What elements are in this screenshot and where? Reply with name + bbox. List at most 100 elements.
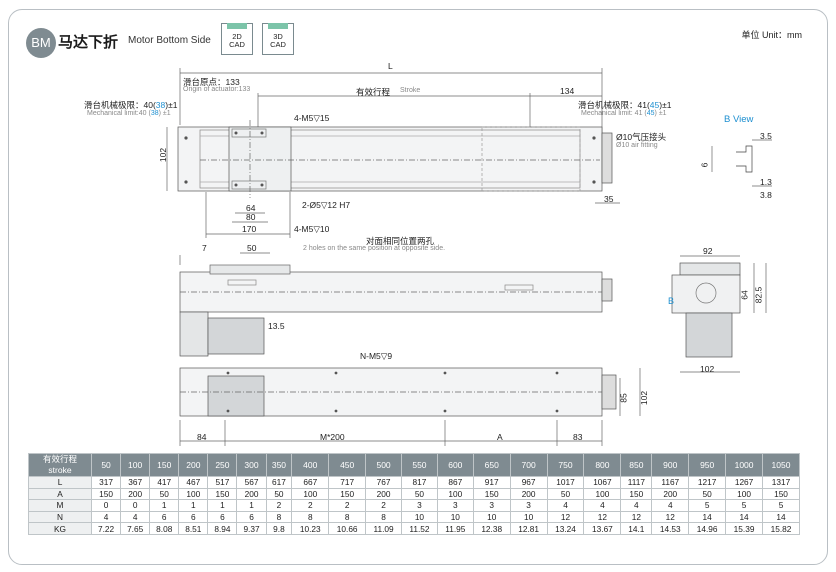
origin-cn: 滑台原点：133 [183, 77, 240, 87]
row-label: KG [28, 522, 92, 535]
table-cell: 4 [546, 499, 585, 512]
stroke-cell: 950 [688, 453, 727, 477]
table-cell: 14 [762, 510, 800, 524]
table-cell: 1017 [546, 476, 585, 489]
table-cell: 6 [236, 510, 267, 524]
stroke-cell: 850 [620, 453, 653, 477]
table-cell: 417 [149, 476, 180, 489]
table-cell: 100 [178, 487, 209, 501]
stroke-cell: 800 [583, 453, 622, 477]
stroke-cell: 1000 [725, 453, 764, 477]
stroke-cell: 750 [546, 453, 585, 477]
table-cell: 1 [236, 499, 267, 512]
dim-85: 85 [618, 393, 629, 403]
row-label: L [28, 476, 92, 489]
table-cell: 13.24 [546, 522, 585, 535]
dowel-holes: 2-Ø5▽12 H7 [302, 200, 351, 210]
table-cell: 200 [651, 487, 690, 501]
stroke-cell: 900 [651, 453, 690, 477]
table-cell: 200 [509, 487, 548, 501]
table-cell: 367 [120, 476, 151, 489]
table-cell: 15.82 [762, 522, 800, 535]
opposite-holes-cn: 对面相同位置两孔 [366, 236, 435, 246]
dim-50: 50 [247, 243, 257, 253]
mech-limit-right-cn: 滑台机械极限：41(45)±1 [578, 100, 672, 110]
table-cell: 917 [472, 476, 511, 489]
dim-3-8: 3.8 [760, 190, 772, 200]
cad-tab-icon [227, 23, 247, 29]
table-cell: 14.96 [688, 522, 727, 535]
table-cell: 2 [328, 499, 367, 512]
table-cell: 10 [401, 510, 438, 524]
table-cell: 14 [688, 510, 727, 524]
stroke-cell: 50 [90, 453, 122, 477]
unit-label: 单位 Unit：mm [741, 30, 803, 40]
table-cell: 8.94 [207, 522, 238, 535]
tap-nm5: N-M5▽9 [360, 351, 393, 361]
table-cell: 567 [236, 476, 267, 489]
table-cell: 1067 [583, 476, 622, 489]
dim-82-5: 82.5 [753, 286, 764, 304]
table-cell: 4 [583, 499, 622, 512]
dim-102-top: 102 [158, 147, 169, 163]
table-cell: 8 [291, 510, 330, 524]
table-cell: 13.67 [583, 522, 622, 535]
table-cell: 317 [90, 476, 122, 489]
table-cell: 517 [207, 476, 238, 489]
dim-134: 134 [560, 86, 575, 96]
table-cell: 1117 [620, 476, 653, 489]
row-label: M [28, 499, 92, 512]
table-cell: 6 [207, 510, 238, 524]
stroke-cell: 300 [236, 453, 267, 477]
table-cell: 14.53 [651, 522, 690, 535]
dim-170: 170 [242, 224, 257, 234]
b-view-marker: B [668, 296, 675, 306]
table-cell: 1 [149, 499, 180, 512]
b-view-title: B View [724, 114, 754, 125]
table-cell: 4 [620, 499, 653, 512]
title-cn: 马达下折 [58, 34, 119, 51]
table-cell: 12 [583, 510, 622, 524]
table-cell: 6 [178, 510, 209, 524]
table-cell: 12 [620, 510, 653, 524]
tap-m5x15: 4-M5▽15 [294, 113, 330, 123]
table-cell: 967 [509, 476, 548, 489]
stroke-cell: 550 [401, 453, 438, 477]
table-cell: 3 [436, 499, 474, 512]
dim-64-end: 64 [739, 290, 750, 300]
table-cell: 50 [401, 487, 438, 501]
table-cell: 150 [90, 487, 122, 501]
table-cell: 2 [265, 499, 293, 512]
table-cell: 6 [149, 510, 180, 524]
dim-83: 83 [573, 432, 583, 442]
table-cell: 150 [620, 487, 653, 501]
table-cell: 15.39 [725, 522, 764, 535]
table-cell: 12 [546, 510, 585, 524]
table-cell: 617 [265, 476, 293, 489]
stroke-cell: 600 [436, 453, 474, 477]
opposite-holes-en: 2 holes on the same position at opposite… [303, 245, 446, 252]
table-cell: 3 [509, 499, 548, 512]
table-cell: 12 [651, 510, 690, 524]
table-cell: 200 [236, 487, 267, 501]
table-cell: 7.22 [90, 522, 122, 535]
stroke-cell: 500 [365, 453, 402, 477]
table-cell: 8 [365, 510, 402, 524]
table-cell: 10 [472, 510, 511, 524]
table-cell: 11.52 [401, 522, 438, 535]
stroke-cn: 有效行程 [356, 87, 391, 97]
table-cell: 10 [436, 510, 474, 524]
table-cell: 150 [328, 487, 367, 501]
table-cell: 717 [328, 476, 367, 489]
table-cell: 467 [178, 476, 209, 489]
dim-m200: M*200 [320, 432, 345, 442]
dim-102-end: 102 [700, 364, 715, 374]
table-cell: 100 [291, 487, 330, 501]
